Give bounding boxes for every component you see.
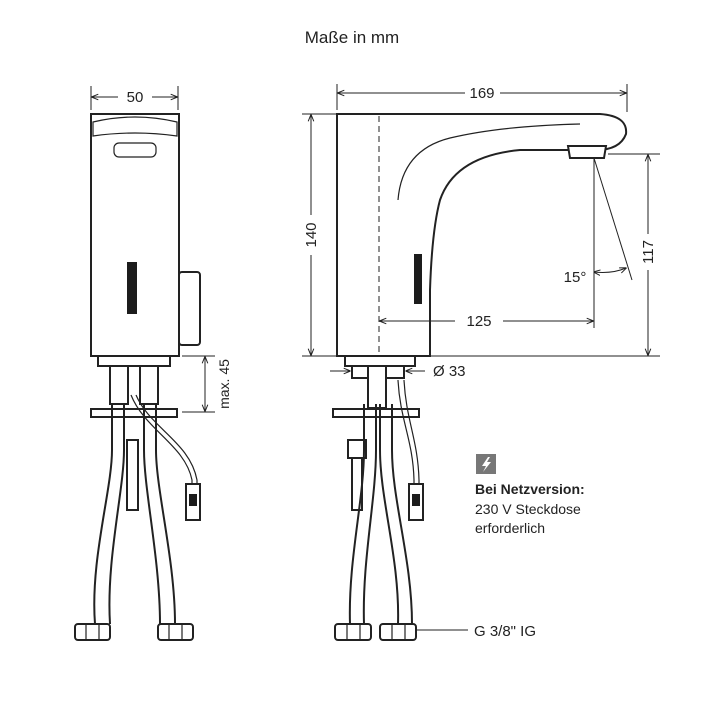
nut-front-left <box>74 623 111 641</box>
hose-left-front <box>93 404 125 625</box>
angle-15-label: 15° <box>564 269 587 286</box>
note-line2: erforderlich <box>475 520 545 536</box>
nut-side-right <box>379 623 417 641</box>
power-note: Bei Netzversion: 230 V Steckdose erforde… <box>475 454 585 536</box>
hose-right-side <box>379 404 413 625</box>
mounting-plate-front <box>90 408 178 418</box>
diameter-33-label: Ø 33 <box>433 363 466 380</box>
sensor-front <box>127 262 137 314</box>
spout-height-117-label: 117 <box>640 240 657 264</box>
front-width-label: 50 <box>127 89 144 106</box>
page-title: Maße in mm <box>305 28 399 47</box>
side-view: 169 140 117 15° 125 <box>302 84 660 641</box>
note-heading: Bei Netzversion: <box>475 481 585 497</box>
sensor-window <box>113 142 157 158</box>
hose-right-front <box>143 404 176 625</box>
aerator <box>566 145 608 159</box>
length-169-label: 169 <box>469 85 494 102</box>
hose-left-side <box>348 404 377 625</box>
note-line1: 230 V Steckdose <box>475 501 581 517</box>
faucet-body-front <box>90 113 180 357</box>
connection-label: G 3/8" IG <box>474 623 536 640</box>
height-140-label: 140 <box>303 222 320 247</box>
side-box <box>178 271 201 346</box>
faucet-body-side <box>336 113 628 357</box>
nut-side-left <box>334 623 372 641</box>
front-view: 50 max. 45 <box>74 86 232 641</box>
max-45-label: max. 45 <box>216 359 232 409</box>
cable-side <box>397 379 420 500</box>
bolt-glyph <box>482 457 491 472</box>
cable-front <box>130 394 198 500</box>
sensor-side <box>414 254 422 304</box>
reach-125-label: 125 <box>466 313 491 330</box>
nut-front-right <box>157 623 194 641</box>
